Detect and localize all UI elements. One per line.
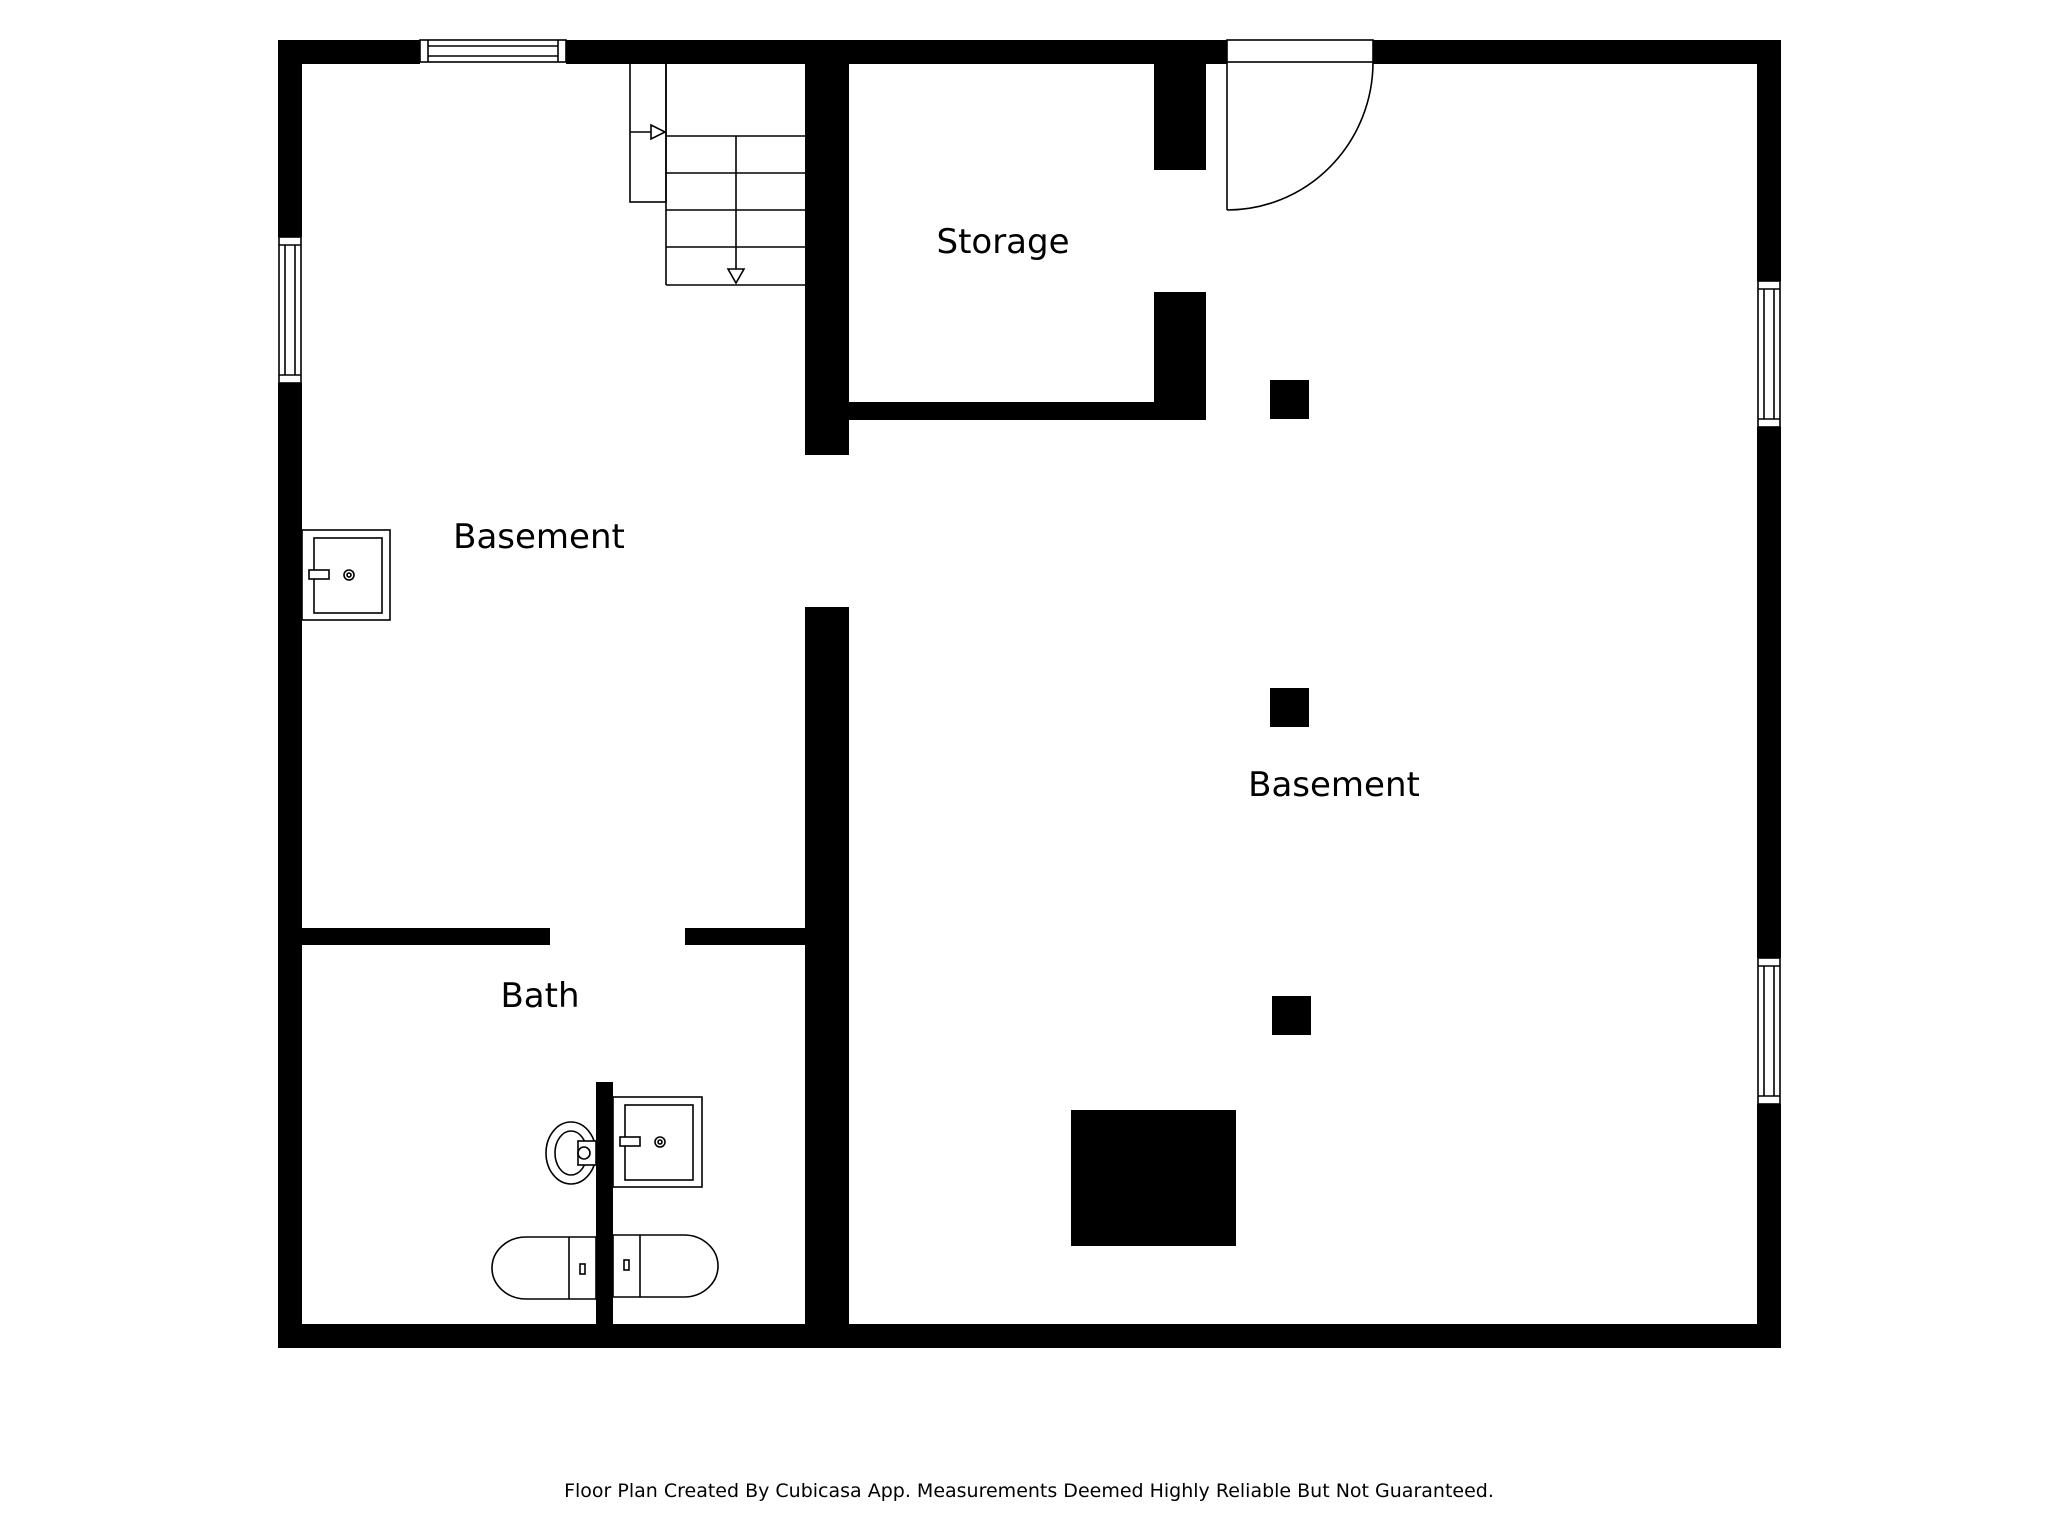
label-bath: Bath: [500, 976, 579, 1016]
wall-storage-right-lower: [1154, 292, 1206, 420]
wall-right-bottom: [1757, 1104, 1781, 1348]
bath-fixtures: [491, 1096, 719, 1300]
wall-center-upper: [805, 40, 849, 455]
windows: [278, 39, 1781, 1105]
wall-top-middle: [566, 40, 1227, 64]
utility-sink: [301, 529, 391, 621]
wall-top-right: [1373, 40, 1781, 64]
wall-right-middle: [1757, 427, 1781, 958]
footer-disclaimer: Floor Plan Created By Cubicasa App. Meas…: [564, 1480, 1494, 1502]
window-top: [419, 39, 567, 63]
bath-sink: [612, 1096, 703, 1188]
wall-bath-divider: [596, 1082, 613, 1330]
window-left: [278, 236, 302, 384]
toilet-lower-right: [612, 1234, 719, 1298]
toilet-upper: [545, 1121, 597, 1185]
support-posts: [1071, 380, 1311, 1246]
window-right-lower: [1757, 957, 1781, 1105]
mechanical-block: [1071, 1110, 1236, 1246]
wall-bath-top-left: [278, 928, 550, 945]
exterior-walls: [278, 40, 1781, 1348]
label-basement-west: Basement: [453, 517, 625, 557]
post-1: [1270, 380, 1309, 419]
wall-storage-bottom: [849, 402, 1206, 420]
wall-bottom: [278, 1324, 1781, 1348]
post-3: [1272, 996, 1311, 1035]
interior-walls: [278, 40, 1206, 1348]
window-right-upper: [1757, 280, 1781, 428]
wall-storage-right-upper: [1154, 62, 1206, 170]
room-labels: Basement Storage Basement Bath: [453, 222, 1420, 1016]
stairs-arrow-right-icon: [650, 123, 667, 141]
toilet-lower-left: [491, 1236, 597, 1300]
wall-center-lower: [805, 607, 849, 1348]
label-storage: Storage: [936, 222, 1069, 262]
stairs-arrow-down-icon: [726, 268, 746, 285]
wall-left-lower: [278, 383, 302, 1348]
stairs: [629, 61, 805, 286]
label-basement-east: Basement: [1248, 765, 1420, 805]
wall-bath-top-right: [685, 928, 809, 945]
wall-left-upper: [278, 40, 302, 237]
wall-right-top: [1757, 40, 1781, 281]
post-2: [1270, 688, 1309, 727]
entry-door: [1226, 39, 1374, 211]
